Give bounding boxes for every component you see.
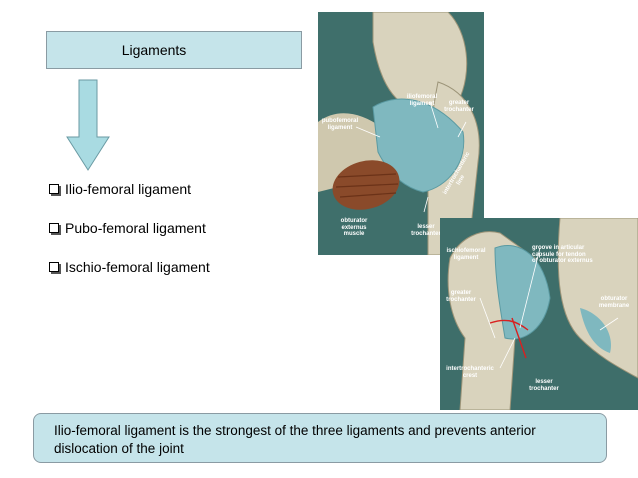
checkbox-bullet-icon [49, 223, 59, 233]
label-lesser-trochanter: lesser trochanter [411, 224, 441, 237]
label-iliofemoral-ligament: iliofemoral ligament [406, 94, 438, 107]
label-ischiofemoral-ligament: ischiofemoral ligament [446, 248, 486, 261]
list-item-label: Ilio-femoral ligament [65, 181, 192, 197]
label-greater-trochanter: greater trochanter [444, 100, 474, 113]
list-item: Pubo-femoral ligament [49, 219, 210, 237]
label-obturator-externus-muscle: obturator externus muscle [340, 218, 368, 237]
slide-title-box: Ligaments [46, 31, 302, 69]
list-item-label: Ischio-femoral ligament [65, 259, 210, 275]
list-item: Ilio-femoral ligament [49, 180, 210, 198]
note-text: Ilio-femoral ligament is the strongest o… [54, 423, 536, 456]
posterior-hip-illustration: ischiofemoral ligament groove in articul… [440, 218, 638, 410]
label-pubofemoral-ligament: pubofemoral ligament [321, 118, 359, 131]
label-greater-trochanter: greater trochanter [446, 290, 476, 303]
label-obturator-membrane: obturator membrane [598, 296, 630, 309]
note-box: Ilio-femoral ligament is the strongest o… [33, 413, 607, 463]
label-lesser-trochanter: lesser trochanter [529, 379, 559, 392]
slide-title: Ligaments [121, 42, 187, 58]
checkbox-bullet-icon [49, 262, 59, 272]
down-arrow-icon [66, 79, 110, 171]
list-item-label: Pubo-femoral ligament [65, 220, 206, 236]
label-intertrochanteric-crest: intertrochanteric crest [446, 366, 494, 379]
ligament-list: Ilio-femoral ligament Pubo-femoral ligam… [49, 180, 210, 297]
checkbox-bullet-icon [49, 184, 59, 194]
list-item: Ischio-femoral ligament [49, 258, 210, 276]
anterior-hip-illustration: iliofemoral ligament greater trochanter … [318, 12, 484, 255]
label-groove-obturator-externus: groove in articular capsule for tendon o… [532, 245, 593, 264]
posterior-hip-drawing [440, 218, 638, 410]
anterior-hip-drawing [318, 12, 484, 255]
